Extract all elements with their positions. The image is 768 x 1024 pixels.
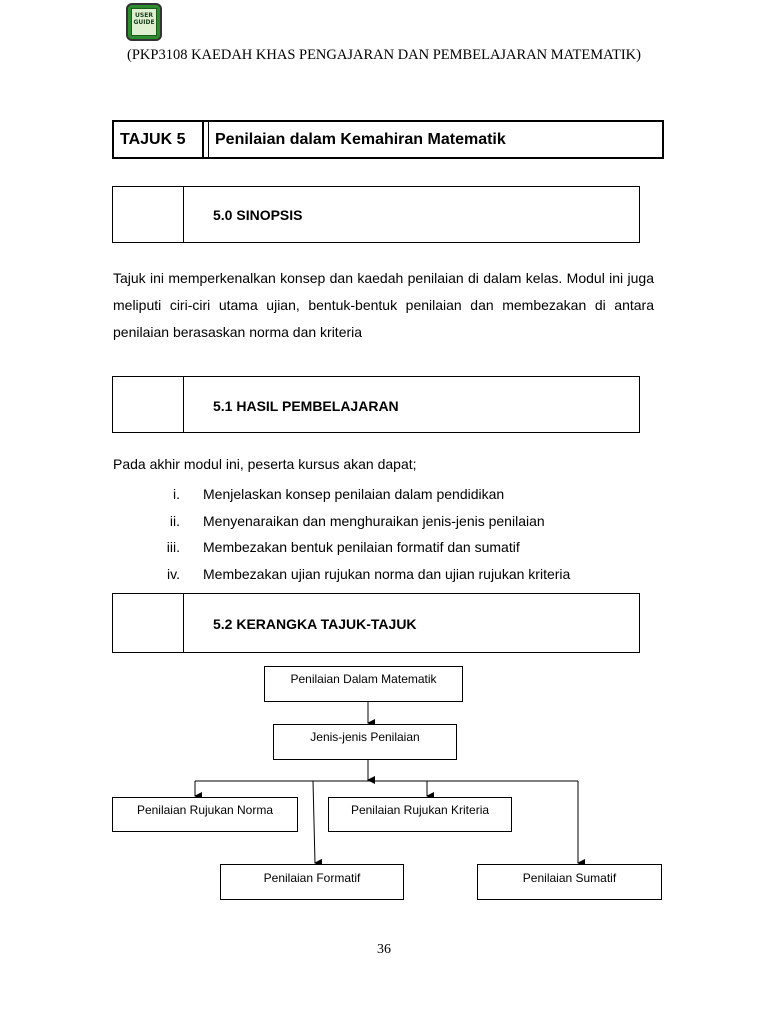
section-framework-box: 5.2 KERANGKA TAJUK-TAJUK xyxy=(112,593,640,653)
section-divider xyxy=(183,377,184,432)
node-formatif: Penilaian Formatif xyxy=(220,864,404,900)
list-item-number: ii. xyxy=(169,513,180,529)
logo-text-line1: USER xyxy=(135,12,153,19)
node-penilaian-dalam-matematik: Penilaian Dalam Matematik xyxy=(264,666,463,702)
node-jenis-jenis-penilaian: Jenis-jenis Penilaian xyxy=(273,724,457,760)
section-divider xyxy=(183,594,184,652)
list-item-number: iv. xyxy=(167,566,180,582)
user-guide-label: USER GUIDE xyxy=(131,8,157,36)
node-sumatif: Penilaian Sumatif xyxy=(477,864,662,900)
topic-title-table: TAJUK 5 Penilaian dalam Kemahiran Matema… xyxy=(112,120,664,159)
section-divider xyxy=(183,187,184,242)
topic-title: Penilaian dalam Kemahiran Matematik xyxy=(208,122,662,157)
node-rujukan-kriteria: Penilaian Rujukan Kriteria xyxy=(328,797,512,832)
section-framework-heading: 5.2 KERANGKA TAJUK-TAJUK xyxy=(213,616,417,632)
topic-number: TAJUK 5 xyxy=(114,122,204,157)
node-rujukan-norma: Penilaian Rujukan Norma xyxy=(112,797,298,832)
list-item-number: iii. xyxy=(166,539,180,555)
page-number: 36 xyxy=(377,942,391,957)
outcomes-intro: Pada akhir modul ini, peserta kursus aka… xyxy=(113,456,417,472)
list-item-number: i. xyxy=(173,486,180,502)
list-item-text: Menyenaraikan dan menghuraikan jenis-jen… xyxy=(203,513,545,529)
user-guide-icon: USER GUIDE xyxy=(126,3,162,41)
course-header: (PKP3108 KAEDAH KHAS PENGAJARAN DAN PEMB… xyxy=(127,47,641,63)
section-synopsis-heading: 5.0 SINOPSIS xyxy=(213,207,303,223)
logo-text-line2: GUIDE xyxy=(133,19,155,26)
synopsis-paragraph: Tajuk ini memperkenalkan konsep dan kaed… xyxy=(113,270,654,340)
list-item-text: Membezakan ujian rujukan norma dan ujian… xyxy=(203,566,571,582)
section-synopsis-box: 5.0 SINOPSIS xyxy=(112,186,640,243)
section-outcomes-heading: 5.1 HASIL PEMBELAJARAN xyxy=(213,398,399,414)
connector-to-formatif xyxy=(312,780,323,867)
list-item-text: Menjelaskan konsep penilaian dalam pendi… xyxy=(203,486,505,502)
section-outcomes-box: 5.1 HASIL PEMBELAJARAN xyxy=(112,376,640,433)
list-item-text: Membezakan bentuk penilaian formatif dan… xyxy=(203,539,520,555)
